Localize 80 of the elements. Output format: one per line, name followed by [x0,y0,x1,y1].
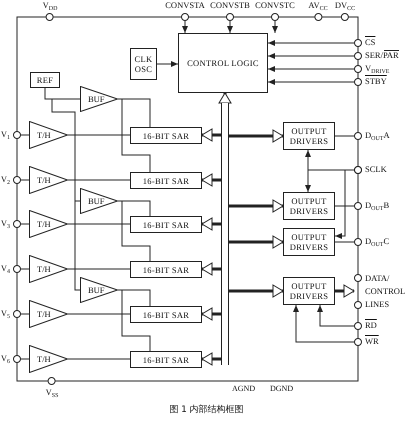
pin-label: D$_{OUT}$A [354,129,390,142]
track-hold-amplifier: T/H [29,300,68,328]
arrow [202,352,221,366]
arrow [293,304,362,346]
pin-label: D$_{OUT}$C [354,235,390,248]
arrow [202,262,221,276]
track-hold-amplifier: T/H [29,255,68,283]
track-hold-amplifier: T/H [29,121,68,149]
connector-line [68,358,130,360]
pin-label: V$_{SS}$ [46,377,58,399]
caption: 图 1 内部结构框图 [168,404,245,416]
arrow [229,284,284,298]
arrow [268,65,362,73]
connector-line [118,98,150,172]
block-box: OUTPUT DRIVERS [283,122,335,150]
pin-label: CONVSTB [210,0,250,21]
arrow [229,236,284,248]
block-box: 16-BIT SAR [130,261,202,278]
arrow [334,166,362,239]
arrow [181,13,189,34]
block-box: 16-BIT SAR [130,306,202,323]
pin-label: STBY [354,75,387,88]
block-box: 16-BIT SAR [130,216,202,233]
pin-label: V$_{DRIVE}$ [354,62,390,75]
arrow [268,52,362,60]
connector-line [44,88,80,290]
data-bus [221,103,229,365]
pin-label: AGND [232,384,256,393]
pin-label: V$_{3}$ [0,217,21,230]
block-box: CONTROL LOGIC [178,33,268,93]
arrow [268,78,362,86]
connector-line [118,290,150,352]
pin-label: DATA/ CONTROL LINES [354,272,411,311]
pin-label: DGND [270,384,294,393]
arrow [218,92,232,104]
block-box: CLK OSC [130,48,157,80]
arrow [226,13,234,34]
pin-label: V$_{6}$ [0,352,21,365]
block-box: OUTPUT DRIVERS [283,192,335,220]
buffer-amplifier: BUF [80,86,118,112]
pin-label: V$_{5}$ [0,307,21,320]
pin-label: CS [354,36,376,49]
arrow [202,218,221,230]
block-box: OUTPUT DRIVERS [283,277,335,305]
arrow [229,130,284,142]
pin-label: RD [354,319,377,332]
arrow [335,284,354,298]
buffer-amplifier: BUF [80,277,118,303]
arrow [317,304,362,330]
pin-label: SCLK [354,163,387,176]
pin-label: V$_{4}$ [0,262,21,275]
pin-label: V$_{1}$ [0,128,21,141]
arrow [229,200,284,212]
arrow [202,128,221,142]
buffer-amplifier: BUF [80,188,118,214]
arrow [271,13,279,34]
pin-label: V$_{2}$ [0,173,21,186]
track-hold-amplifier: T/H [29,345,68,373]
pin-label: CONVSTC [255,0,295,21]
arrow [156,61,178,67]
pin-label: WR [354,335,379,348]
block-box: REF [30,72,60,88]
block-box: 16-BIT SAR [130,351,202,368]
track-hold-amplifier: T/H [29,166,68,194]
track-hold-amplifier: T/H [29,210,68,238]
pin-label: V$_{DD}$ [42,0,58,21]
pin-label: SER/PAR [354,49,399,62]
block-box: OUTPUT DRIVERS [283,228,335,256]
arrow [202,174,221,186]
pin-label: CONVSTA [165,0,205,21]
pin-label: D$_{OUT}$B [354,199,390,212]
connector-line [68,268,130,270]
pin-label: AV$_{CC}$ [308,0,328,21]
pin-label: DV$_{CC}$ [334,0,356,21]
block-box: 16-BIT SAR [130,172,202,189]
connector-line [118,200,150,262]
arrow [268,39,362,47]
block-box: 16-BIT SAR [130,127,202,144]
arrow [202,308,221,320]
connector-line [68,134,130,136]
